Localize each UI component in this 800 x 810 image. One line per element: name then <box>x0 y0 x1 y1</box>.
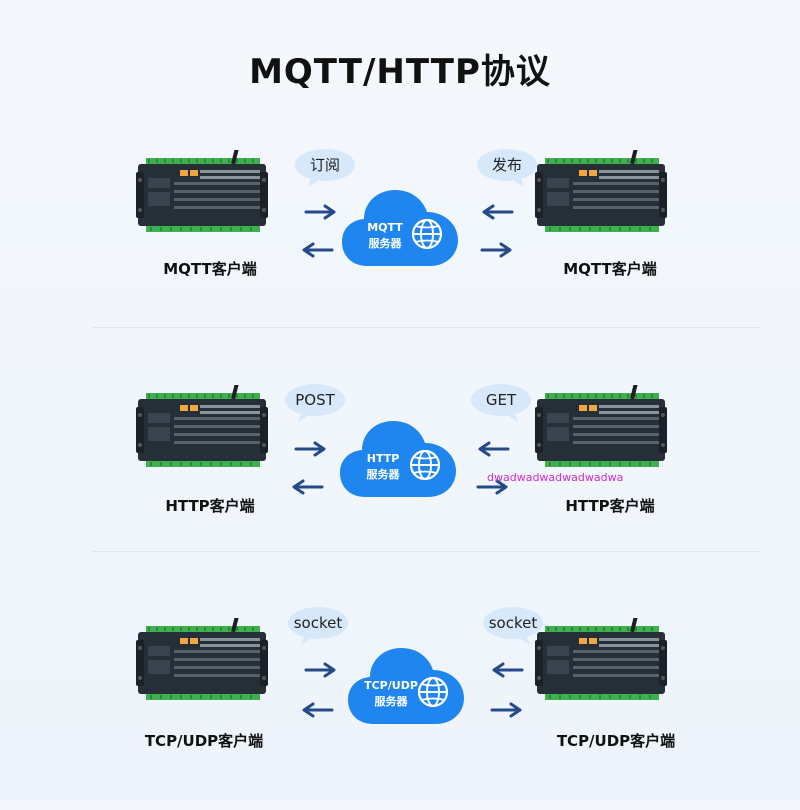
cloud-label-2: 服务器 <box>368 237 402 250</box>
arrow-left-icon <box>480 204 514 220</box>
arrow-left-icon <box>290 479 324 495</box>
server-cloud: HTTP 服务器 <box>338 415 458 505</box>
section-http: HTTP客户端 HTTP客户端 POST GET HTTP 服务器 <box>0 375 800 585</box>
right-device-image <box>535 618 667 708</box>
right-bubble-text: socket <box>488 614 538 632</box>
page-title: MQTT/HTTP协议 <box>249 52 551 92</box>
cloud-label-1: MQTT <box>367 221 403 234</box>
right-speech-bubble: GET <box>470 383 532 423</box>
server-cloud: TCP/UDP 服务器 <box>346 642 466 732</box>
server-cloud: MQTT 服务器 <box>340 184 460 274</box>
section-divider <box>92 551 760 552</box>
arrow-right-icon <box>304 662 338 678</box>
watermark-text: dwadwadwadwadwadwa <box>487 471 624 484</box>
right-device-image <box>535 150 667 240</box>
arrow-left-icon <box>490 662 524 678</box>
left-client-label: TCP/UDP客户端 <box>144 732 264 750</box>
section-mqtt: MQTT客户端 MQTT客户端 订阅 发布 MQTT 服务器 <box>0 140 800 350</box>
right-client-label: HTTP客户端 <box>565 497 655 515</box>
left-bubble-text: 订阅 <box>309 156 340 174</box>
left-client-label: MQTT客户端 <box>163 260 257 278</box>
section-divider <box>92 327 760 328</box>
left-device-image <box>136 385 268 475</box>
arrow-left-icon <box>300 702 334 718</box>
cloud-label-1: HTTP <box>366 452 400 465</box>
right-speech-bubble: 发布 <box>476 148 538 188</box>
left-speech-bubble: 订阅 <box>294 148 356 188</box>
left-speech-bubble: POST <box>284 383 346 423</box>
arrow-right-icon <box>490 702 524 718</box>
cloud-label-1: TCP/UDP <box>364 679 418 692</box>
right-bubble-text: GET <box>485 391 517 409</box>
arrow-right-icon <box>304 204 338 220</box>
left-speech-bubble: socket <box>287 606 349 646</box>
arrow-left-icon <box>476 441 510 457</box>
right-client-label: MQTT客户端 <box>563 260 657 278</box>
arrow-right-icon <box>480 242 514 258</box>
cloud-label-2: 服务器 <box>366 468 400 481</box>
section-tcp-udp: TCP/UDP客户端 TCP/UDP客户端 socket socket TCP/… <box>0 600 800 810</box>
right-device-image <box>535 385 667 475</box>
left-device-image <box>136 618 268 708</box>
left-bubble-text: POST <box>295 391 335 409</box>
cloud-label-2: 服务器 <box>374 695 408 708</box>
left-device-image <box>136 150 268 240</box>
left-client-label: HTTP客户端 <box>165 497 255 515</box>
left-bubble-text: socket <box>293 614 343 632</box>
right-bubble-text: 发布 <box>491 156 522 174</box>
right-client-label: TCP/UDP客户端 <box>556 732 676 750</box>
arrow-left-icon <box>300 242 334 258</box>
arrow-right-icon <box>294 441 328 457</box>
right-speech-bubble: socket <box>482 606 544 646</box>
